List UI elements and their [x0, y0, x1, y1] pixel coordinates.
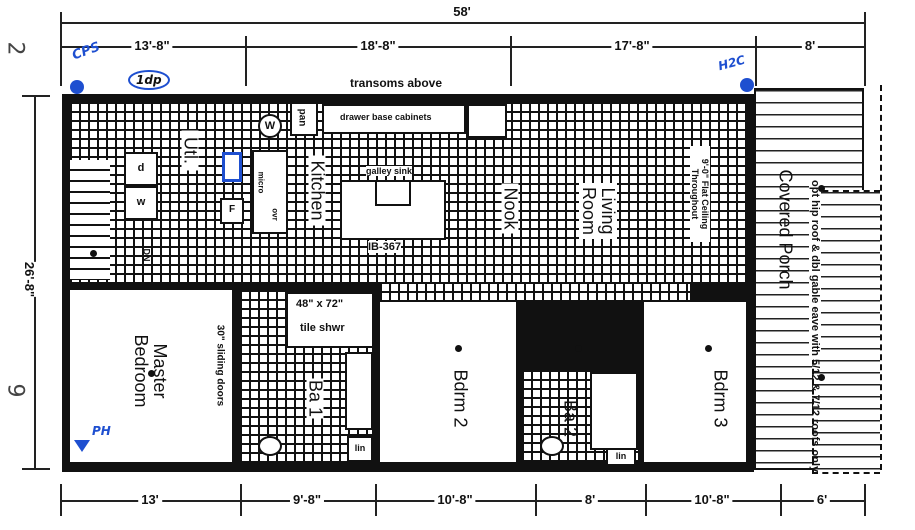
- overall-dimension-line: [60, 22, 866, 24]
- dim-tick: [864, 484, 866, 516]
- room-label-bath1: Ba 1: [305, 378, 326, 419]
- dryer-label: d: [137, 162, 145, 174]
- dim-tick: [535, 484, 537, 516]
- light-fixture-icon: [90, 250, 97, 257]
- annotation-ph: PH: [92, 424, 111, 438]
- blue-marked-fixture: [222, 152, 242, 182]
- sliding-doors-note: 30" sliding doors: [214, 315, 226, 416]
- island-label: IB-367: [368, 241, 402, 253]
- freezer: F: [220, 198, 244, 224]
- annotation-margin-9: 9: [2, 383, 28, 398]
- blue-marker-icon: [740, 78, 754, 92]
- depth-label: 26'-8": [22, 261, 38, 298]
- water-heater: W: [258, 114, 282, 138]
- room-label-porch: Covered Porch: [775, 169, 796, 290]
- drawer-base-cabinets: [322, 104, 466, 134]
- room-label-bath2: Ba 2: [560, 399, 581, 438]
- dim-label: 13': [138, 492, 162, 507]
- linen-label-1: lin: [354, 443, 366, 453]
- roof-note: opt hip roof & dbl gable eave with 5/12 …: [809, 180, 821, 473]
- dim-tick: [245, 36, 247, 86]
- bedroom-3: [644, 302, 746, 462]
- linen-label-2: lin: [615, 451, 627, 461]
- light-fixture-icon: [148, 370, 155, 377]
- overall-width-label: 58': [450, 4, 474, 19]
- dim-tick: [864, 36, 866, 86]
- dim-label: 6': [813, 492, 831, 507]
- micro-label: micro: [256, 169, 266, 196]
- galley-sink-label: galley sink: [366, 166, 413, 176]
- transoms-note: transoms above: [350, 76, 443, 90]
- utility-stair-area: [70, 160, 110, 280]
- toilet-icon: [258, 436, 282, 456]
- light-fixture-icon: [818, 374, 825, 381]
- stairs-down-label: DN: [141, 248, 152, 262]
- dim-label: 8': [581, 492, 599, 507]
- arrow-marker-icon: [74, 440, 90, 452]
- dim-tick: [22, 95, 50, 97]
- annotation-circled: 1dp: [128, 70, 170, 90]
- water-heater-label: W: [264, 120, 276, 132]
- room-label-bdrm3: Bdrm 3: [710, 368, 731, 429]
- room-label-living: Living Room: [579, 183, 618, 239]
- light-fixture-icon: [818, 185, 825, 192]
- light-fixture-icon: [575, 345, 582, 352]
- galley-sink: [375, 180, 411, 206]
- freezer-label: F: [228, 204, 236, 215]
- dryer: d: [124, 152, 158, 186]
- dim-tick: [22, 468, 50, 470]
- washer: w: [124, 186, 158, 220]
- dim-label: 18'-8": [357, 38, 399, 53]
- pantry-label: pan: [296, 105, 308, 130]
- dim-tick: [645, 484, 647, 516]
- annotation-margin-2: 2: [2, 41, 28, 56]
- washer-label: w: [136, 196, 146, 208]
- dim-tick: [60, 36, 62, 86]
- linen-closet-1: lin: [347, 436, 373, 462]
- room-label-utility: Utl.: [181, 130, 201, 171]
- cabinets-label: drawer base cabinets: [340, 112, 432, 122]
- room-label-nook: Nook: [501, 183, 521, 234]
- oven-label: ovr: [270, 203, 280, 226]
- vanity-1: [345, 352, 373, 430]
- dim-tick: [60, 12, 62, 40]
- dim-tick: [375, 484, 377, 516]
- light-fixture-icon: [455, 345, 462, 352]
- refrigerator: [467, 104, 507, 138]
- shower-type-label: tile shwr: [300, 322, 345, 334]
- top-dimension-line: [60, 46, 866, 48]
- dim-label: 10'-8": [434, 492, 476, 507]
- tile-shower: [286, 292, 374, 348]
- dim-label: 9'-8": [289, 492, 325, 507]
- dim-tick: [60, 484, 62, 516]
- light-fixture-icon: [705, 345, 712, 352]
- dim-tick: [755, 36, 757, 86]
- linen-closet-2: lin: [606, 448, 636, 466]
- room-label-kitchen: Kitchen: [308, 155, 328, 226]
- annotation-cps: CPS: [70, 39, 103, 64]
- blue-marker-icon: [70, 80, 84, 94]
- dim-tick: [780, 484, 782, 516]
- room-label-bdrm2: Bdrm 2: [450, 368, 471, 429]
- dim-tick: [864, 12, 866, 40]
- dim-label: 13'-8": [131, 38, 173, 53]
- annotation-h2c: H2C: [716, 52, 747, 74]
- dim-tick: [240, 484, 242, 516]
- dim-label: 10'-8": [691, 492, 733, 507]
- roof-outline-dashed: [862, 85, 882, 470]
- dim-label: 17'-8": [611, 38, 653, 53]
- dim-tick: [510, 36, 512, 86]
- tiled-hall: [380, 282, 690, 302]
- ceiling-note: 9'-0" Flat Ceiling Throughout: [690, 146, 710, 242]
- shower-size-label: 48" x 72": [296, 298, 344, 310]
- dim-label: 8': [801, 38, 819, 53]
- bedroom-2: [380, 302, 516, 462]
- toilet-icon: [540, 436, 564, 456]
- bathtub: [590, 372, 638, 450]
